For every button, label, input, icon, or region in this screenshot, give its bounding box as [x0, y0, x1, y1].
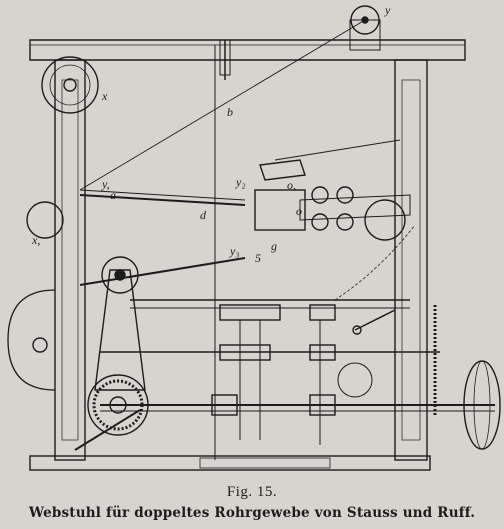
right-frame-post — [394, 59, 428, 461]
base-rail — [29, 455, 431, 471]
shuttle-box — [254, 189, 306, 231]
label-y3: y₃ — [229, 244, 240, 258]
label-o: o — [296, 204, 302, 218]
label-o1: o, — [287, 178, 296, 192]
left-frame-post — [54, 59, 86, 461]
left-wheel — [41, 56, 99, 114]
label-x-lower: x, — [31, 233, 40, 247]
figure-caption: Webstuhl für doppeltes Rohrgewebe von St… — [28, 505, 476, 521]
label-a: a — [110, 188, 116, 202]
left-housing — [7, 289, 56, 391]
label-y1: y, — [101, 177, 110, 191]
label-x-left: x — [101, 89, 108, 103]
label-five: 5 — [255, 251, 261, 265]
left-disc — [26, 201, 64, 239]
label-d: d — [200, 208, 207, 222]
label-y-top: y — [384, 3, 391, 17]
lever-a — [79, 194, 246, 206]
label-b: b — [227, 105, 233, 119]
treadle — [74, 409, 141, 451]
lever-5 — [79, 257, 246, 286]
crank-arm — [94, 269, 146, 391]
loom-drawing: y x b y, a y₂ o, o d x, y₃ 5 g — [7, 3, 501, 471]
label-y2: y₂ — [235, 175, 246, 189]
right-disc — [364, 199, 406, 241]
top-beam — [29, 39, 466, 61]
diagonal-cord — [79, 19, 366, 191]
label-g: g — [271, 239, 277, 253]
figure-number: Fig. 15. — [226, 484, 278, 500]
